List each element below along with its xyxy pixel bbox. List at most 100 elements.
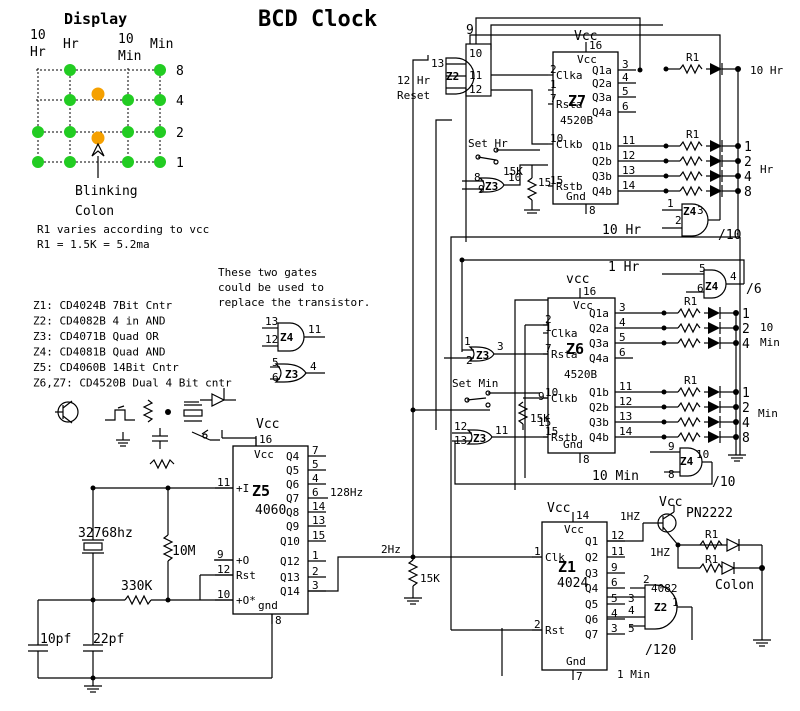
part-entry: Z6,Z7: CD4520B Dual 4 Bit cntr <box>33 377 232 390</box>
svg-text:+I: +I <box>236 482 249 495</box>
svg-text:12: 12 <box>454 420 467 433</box>
div6-label: /6 <box>746 282 762 297</box>
svg-text:4: 4 <box>628 604 635 617</box>
svg-text:10: 10 <box>508 171 521 184</box>
led-icon <box>710 185 722 197</box>
svg-text:6: 6 <box>611 576 618 589</box>
c2-label: 22pf <box>93 632 124 647</box>
svg-text:1: 1 <box>672 596 679 609</box>
z7-gnd: Gnd <box>566 190 586 203</box>
r-15k-mid-label: 15K <box>420 572 440 585</box>
svg-text:9: 9 <box>611 561 618 574</box>
z1-name: Z1 <box>558 558 576 576</box>
one-hr-label: 1 Hr <box>608 260 639 275</box>
svg-text:16: 16 <box>259 433 272 446</box>
resistor-icon <box>677 322 701 334</box>
svg-text:14: 14 <box>619 425 633 438</box>
replacement-gate-z3: 56 Z34 <box>270 356 325 384</box>
svg-text:Rst: Rst <box>545 624 565 637</box>
svg-text:11: 11 <box>622 134 635 147</box>
svg-text:Q7: Q7 <box>286 492 299 505</box>
svg-text:12: 12 <box>265 333 278 346</box>
svg-text:Q2b: Q2b <box>589 401 609 414</box>
svg-text:2: 2 <box>742 322 750 337</box>
display-led <box>64 126 76 138</box>
svg-text:8: 8 <box>668 468 675 481</box>
led-icon <box>708 386 720 398</box>
z7-vcc: Vcc <box>574 29 597 44</box>
svg-text:1: 1 <box>534 545 541 558</box>
svg-text:10: 10 <box>696 448 709 461</box>
svg-text:5: 5 <box>611 592 618 605</box>
svg-text:13: 13 <box>431 57 444 70</box>
z5-gnd: gnd <box>258 599 278 612</box>
one-min-label: 1 Min <box>617 668 650 681</box>
svg-text:10: 10 <box>217 588 230 601</box>
z1-vcc: Vcc <box>547 501 570 516</box>
display-row-label: 4 <box>176 94 184 109</box>
resistor-icon <box>679 170 703 182</box>
svg-text:4: 4 <box>742 337 750 352</box>
svg-text:Clkb: Clkb <box>556 138 583 151</box>
svg-text:7: 7 <box>312 444 319 457</box>
display-col-label: Min <box>150 37 173 52</box>
display-col-label: 10 <box>30 28 46 43</box>
resistor-icon <box>679 140 703 152</box>
svg-text:15: 15 <box>545 425 558 438</box>
chip-z7 <box>552 51 619 205</box>
r1-colon-b: R1 <box>705 553 718 566</box>
svg-text:12: 12 <box>619 395 632 408</box>
resistor-icon <box>677 337 701 349</box>
svg-text:Q3: Q3 <box>585 567 598 580</box>
svg-text:16: 16 <box>589 39 602 52</box>
svg-text:15: 15 <box>312 529 325 542</box>
resistor-icon <box>677 401 701 413</box>
svg-text:These two gates: These two gates <box>218 266 317 279</box>
display-led <box>64 156 76 168</box>
c1-label: 10pf <box>40 632 71 647</box>
svg-text:Q4a: Q4a <box>589 352 609 365</box>
svg-text:10: 10 <box>469 47 482 60</box>
svg-text:1: 1 <box>742 386 750 401</box>
svg-text:12: 12 <box>469 83 482 96</box>
svg-text:Q2: Q2 <box>585 551 598 564</box>
svg-text:3: 3 <box>312 579 319 592</box>
svg-text:1: 1 <box>667 197 674 210</box>
oscillator-wiring <box>28 430 273 693</box>
svg-text:Q1b: Q1b <box>592 140 612 153</box>
svg-text:2: 2 <box>312 565 319 578</box>
svg-text:11: 11 <box>611 545 624 558</box>
led-icon <box>710 140 722 152</box>
svg-text:Z3: Z3 <box>476 349 489 362</box>
svg-text:Q12: Q12 <box>280 555 300 568</box>
svg-text:4: 4 <box>742 416 750 431</box>
svg-text:3: 3 <box>497 340 504 353</box>
svg-text:4: 4 <box>312 472 319 485</box>
svg-text:5: 5 <box>312 458 319 471</box>
r-feedback-label: 10M <box>172 544 196 559</box>
svg-text:Q2a: Q2a <box>589 322 609 335</box>
svg-text:+O: +O <box>236 554 249 567</box>
svg-text:R1: R1 <box>686 128 699 141</box>
svg-text:8: 8 <box>744 185 752 200</box>
transistor-vcc: Vcc <box>659 495 682 510</box>
svg-text:8: 8 <box>742 431 750 446</box>
svg-text:6: 6 <box>272 371 279 384</box>
display-row-label: 2 <box>176 126 184 141</box>
svg-text:Z2: Z2 <box>446 70 459 83</box>
z5-vcc-pin: Vcc <box>254 448 274 461</box>
z1-part: 4024 <box>557 576 588 591</box>
hz1-b-label: 1HZ <box>650 546 670 559</box>
z5-part: 4060 <box>255 503 286 518</box>
part-entry: Z2: CD4082B 4 in AND <box>33 315 165 328</box>
svg-text:1: 1 <box>742 307 750 322</box>
svg-text:8: 8 <box>474 171 481 184</box>
svg-text:10: 10 <box>550 132 563 145</box>
display-led <box>122 126 134 138</box>
